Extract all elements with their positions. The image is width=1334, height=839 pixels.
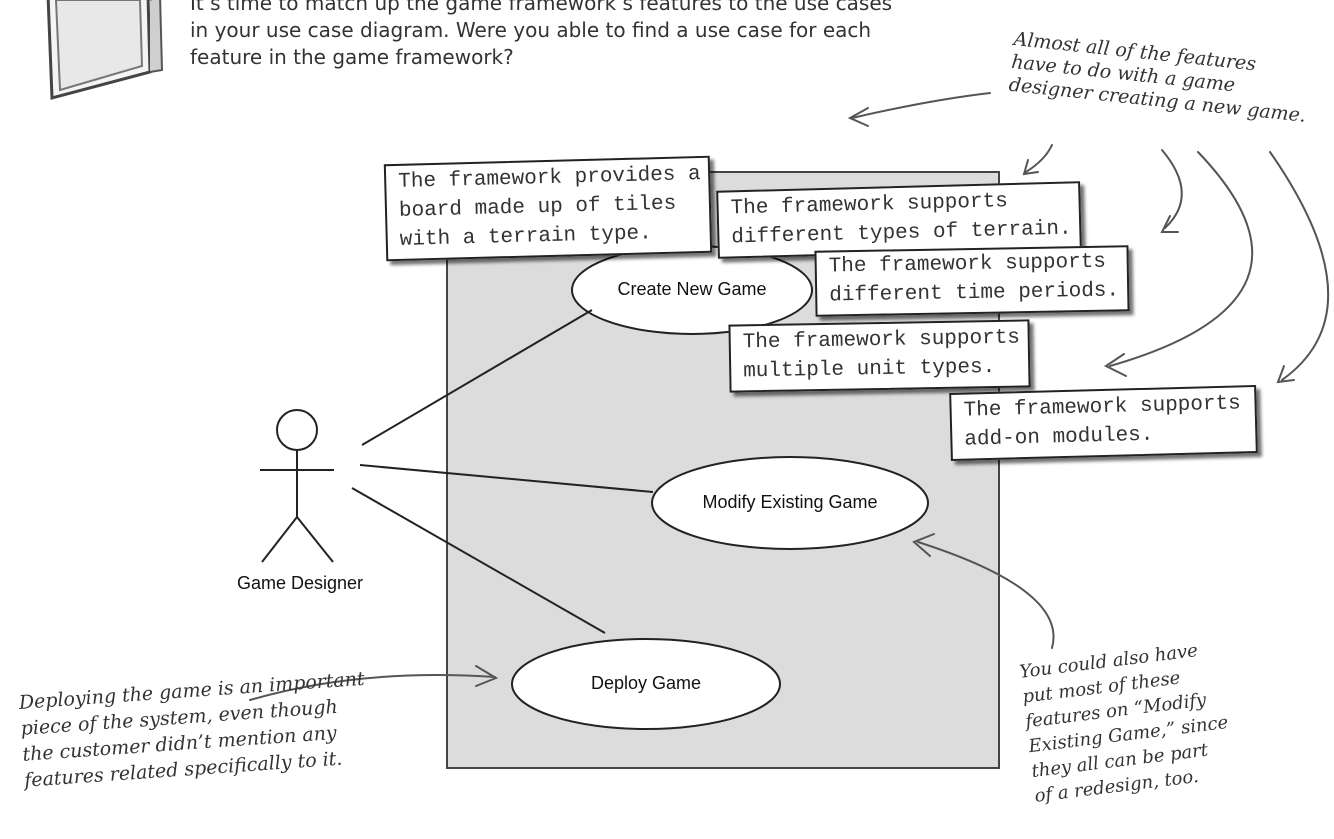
intro-line-3: feature in the game framework? (190, 45, 514, 69)
feature-note-addon-modules: The framework supports add-on modules. (949, 384, 1259, 462)
intro-line-2: in your use case diagram. Were you able … (190, 18, 872, 42)
feature-note-time-periods: The framework supports different time pe… (814, 245, 1130, 317)
annotation-bottom-right: You could also have put most of these fe… (1018, 636, 1236, 809)
use-case-label-create: Create New Game (617, 279, 767, 299)
feature-note-tiles: The framework provides a board made up o… (383, 155, 713, 262)
note-line: different time periods. (829, 279, 1120, 308)
note-line: add-on modules. (964, 423, 1154, 452)
actor-label: Game Designer (236, 573, 364, 593)
intro-line-1: It’s time to match up the game framework… (190, 0, 893, 15)
association-lines (351, 309, 654, 634)
note-line: multiple unit types. (743, 355, 996, 384)
use-case-label-modify: Modify Existing Game (702, 492, 878, 512)
use-case-modify-existing-game[interactable] (651, 456, 929, 550)
intro-text: It’s time to match up the game framework… (190, 0, 950, 71)
annotation-arrows (249, 92, 1330, 701)
use-case-label-deploy: Deploy Game (590, 673, 702, 693)
feature-note-unit-types: The framework supports multiple unit typ… (728, 319, 1031, 393)
actor-stick-figure (260, 409, 334, 563)
use-case-deploy-game[interactable] (511, 638, 781, 730)
notebook-icon (46, 0, 164, 100)
